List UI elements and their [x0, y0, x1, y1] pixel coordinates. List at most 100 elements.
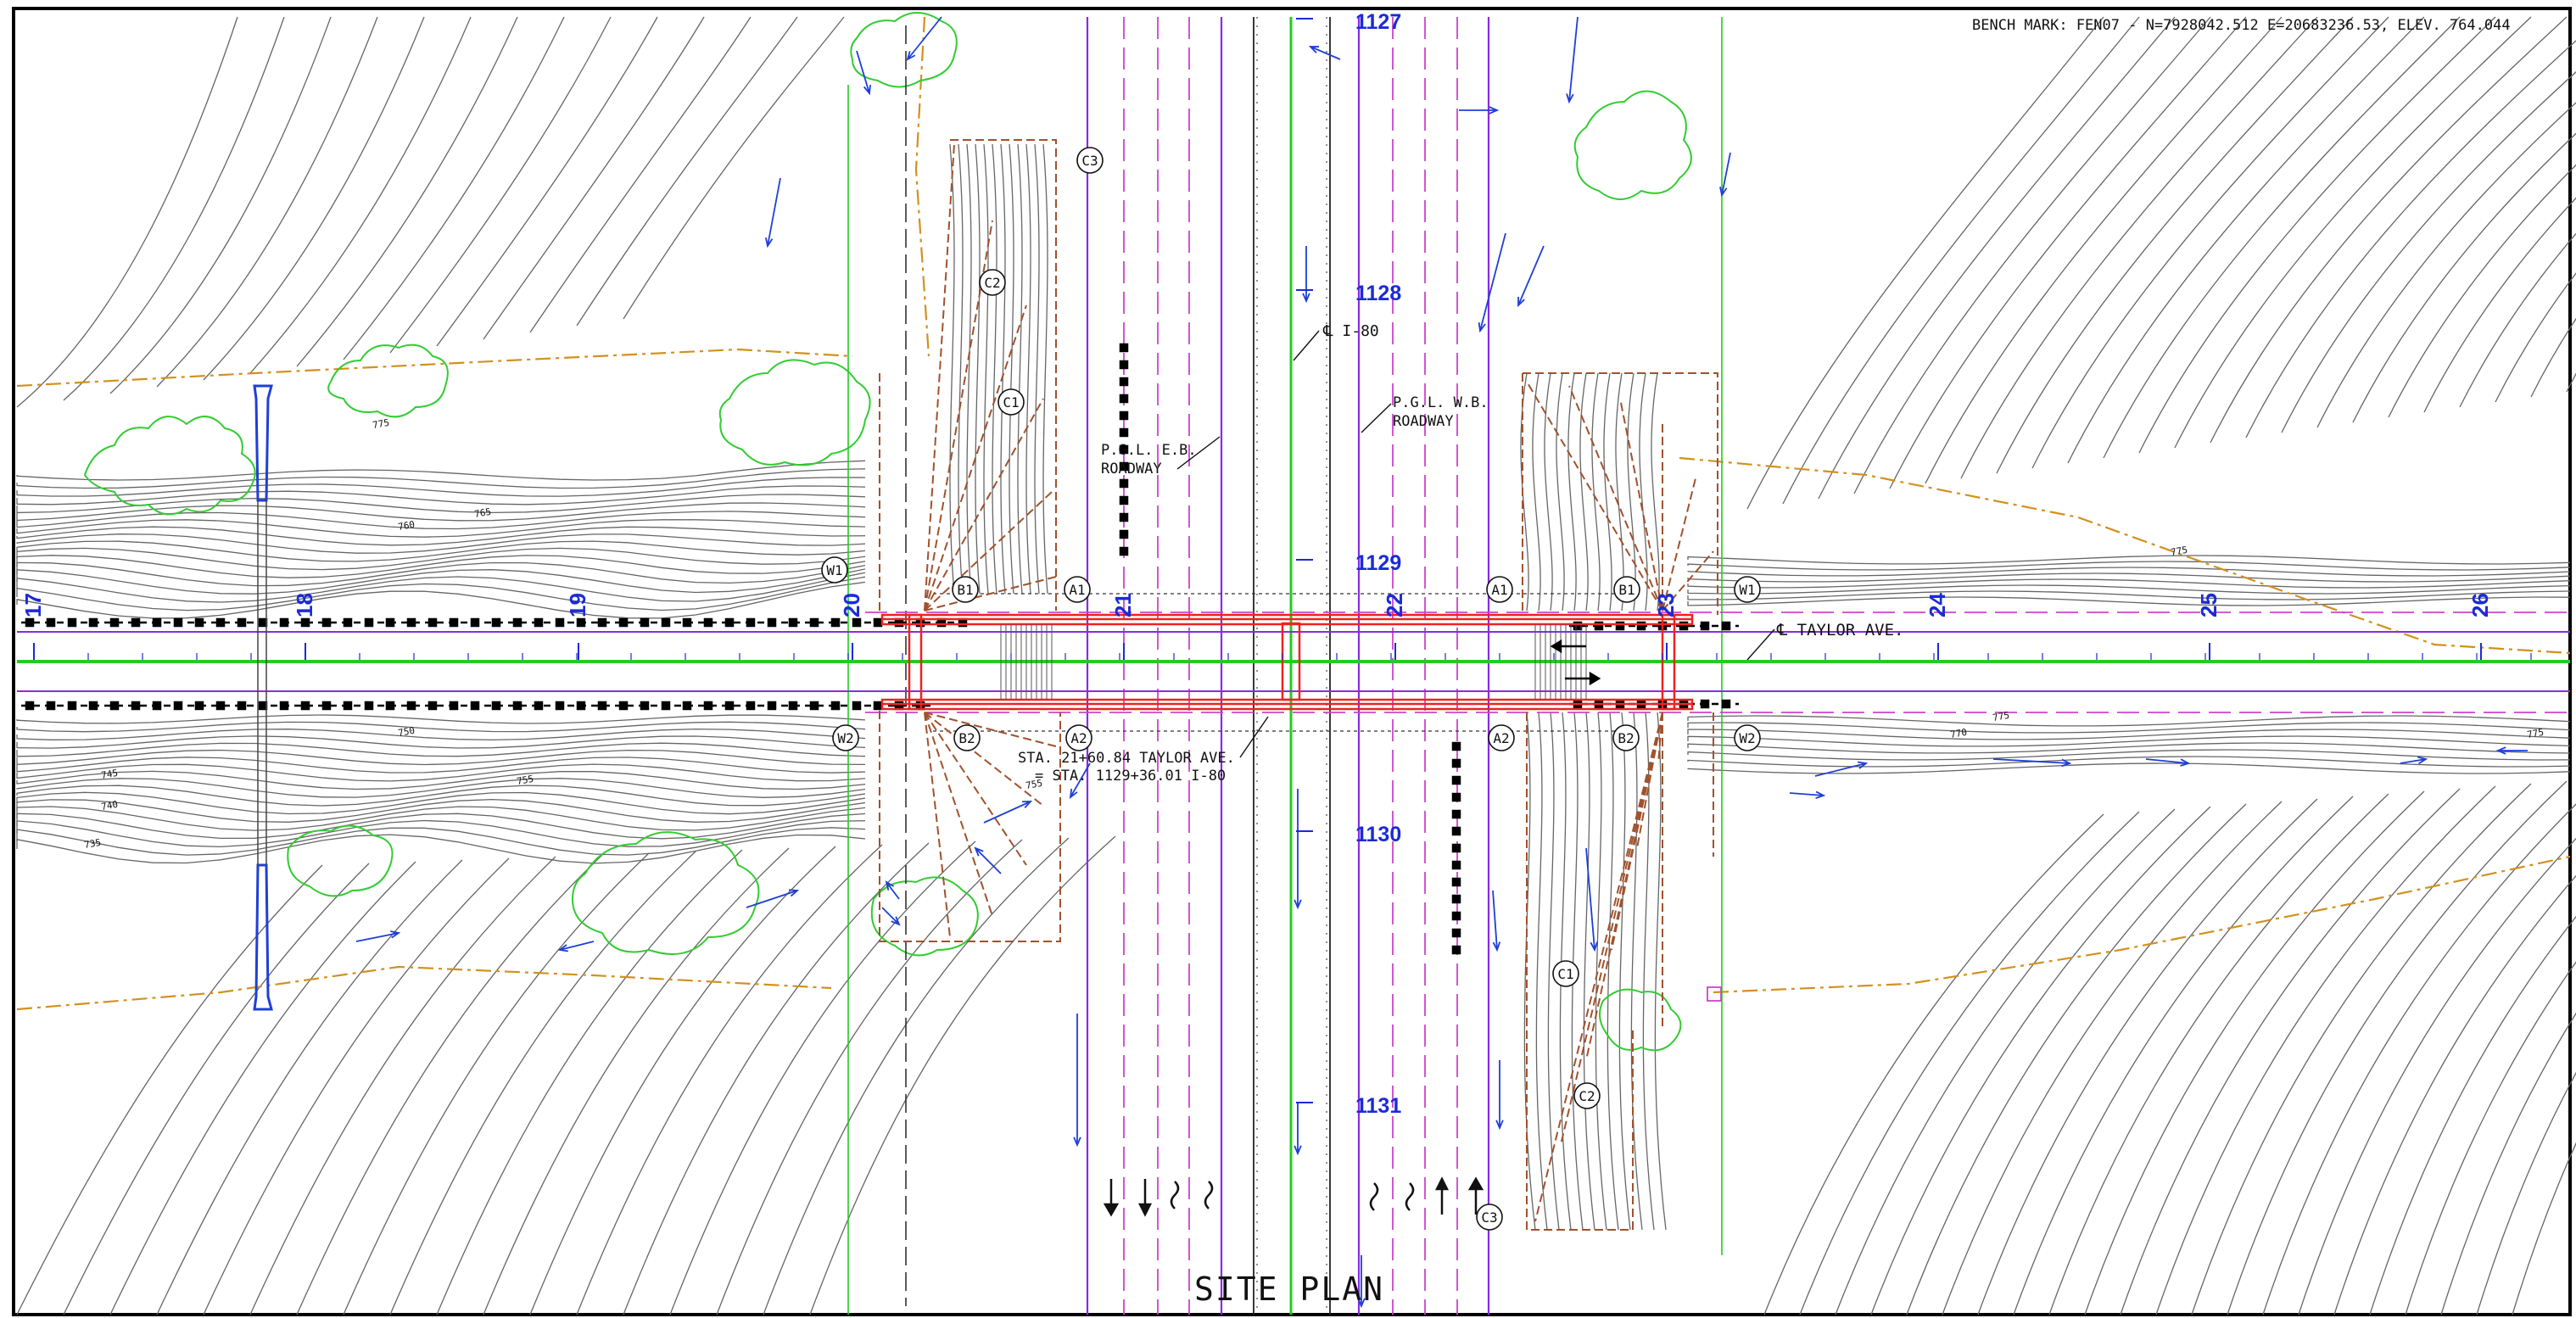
drainage-arrow-head	[2180, 758, 2191, 767]
guardrail-lines	[21, 343, 1739, 955]
contour-line	[1687, 715, 2571, 727]
contour-label: 750	[397, 725, 416, 739]
drainage-arrow	[1517, 245, 1545, 306]
drainage-arrow	[1492, 890, 1498, 951]
guardrail-post	[1679, 621, 1689, 631]
contour-line	[2013, 796, 2354, 1315]
contour-line	[1835, 808, 2176, 1315]
contour-label: 775	[372, 417, 390, 431]
slope-ray	[924, 398, 1044, 612]
guardrail-post	[470, 617, 480, 628]
contour-line	[1906, 803, 2247, 1315]
guardrail-post	[597, 617, 607, 628]
contour-line	[1687, 596, 2571, 606]
contour-line	[2155, 785, 2496, 1315]
drainage-arrow-head	[1495, 1120, 1504, 1131]
slope-ray	[924, 220, 993, 612]
contour-line	[2495, 272, 2576, 403]
taylor-station-label: 20	[839, 593, 864, 617]
i80-station-label: 1131	[1355, 1094, 1401, 1118]
guardrail-post	[109, 701, 120, 711]
culvert-barrel	[257, 500, 267, 865]
contour-line	[1746, 16, 2104, 510]
drainage-arrow-head	[1815, 790, 1826, 800]
guardrail-post	[1451, 928, 1461, 938]
guardrail-post	[152, 701, 162, 711]
callout-circle	[952, 576, 979, 603]
contour-line	[1977, 798, 2318, 1315]
slope-ray	[1568, 385, 1663, 612]
guardrail-post	[67, 617, 77, 628]
guardrail-post	[512, 617, 522, 628]
guardrail-post	[300, 617, 310, 628]
contour-line	[16, 819, 866, 848]
drainage-flow-arrows	[355, 16, 2528, 1309]
contour-label: 775	[2170, 545, 2188, 558]
guardrail-post	[512, 701, 522, 711]
drainage-arrow-head	[1489, 106, 1500, 114]
callout-label: C2	[1579, 1088, 1595, 1104]
drainage-arrow	[1721, 152, 1731, 196]
callout-circle	[832, 724, 859, 751]
guardrail-post	[427, 617, 438, 628]
drainage-arrow-head	[390, 930, 401, 939]
bridge-structure	[880, 613, 1694, 711]
callout-label: A1	[1491, 582, 1507, 598]
callout-label: B2	[1618, 730, 1634, 746]
drainage-arrow-head	[557, 944, 569, 952]
guardrail-post	[194, 701, 204, 711]
guardrail-post	[703, 701, 713, 711]
guardrail-post	[640, 701, 650, 711]
contour-line	[16, 827, 866, 856]
contour-line	[2333, 874, 2576, 1315]
contour-line	[16, 798, 866, 823]
callout-label: C3	[1081, 153, 1098, 169]
contour-line	[1799, 811, 2140, 1315]
contour-line	[203, 16, 425, 381]
guardrail-post	[788, 617, 798, 628]
contour-line	[2281, 71, 2576, 433]
contour-line	[16, 735, 866, 749]
intersection-station-note: STA. 21+60.84 TAYLOR AVE. = STA. 1129+36…	[1018, 716, 1269, 785]
drainage-arrow-head	[1073, 1136, 1081, 1148]
contour-line	[1687, 561, 2571, 571]
guardrail-post	[321, 701, 332, 711]
callout-circle	[1612, 724, 1640, 751]
contour-line	[2388, 164, 2576, 418]
contour-line	[2459, 232, 2576, 408]
guardrail-post	[534, 617, 544, 628]
guardrail-post	[1119, 444, 1129, 455]
contour-line	[2245, 40, 2576, 438]
guardrail-post	[1119, 410, 1129, 421]
guardrail-post	[364, 617, 374, 628]
contour-line	[2084, 790, 2425, 1315]
contour-line	[109, 16, 332, 394]
drainage-arrow	[886, 881, 900, 900]
guardrail-post	[491, 617, 501, 628]
guardrail-post	[343, 701, 353, 711]
contour-line	[2120, 788, 2461, 1315]
drainage-arrow	[1479, 232, 1506, 332]
contour-line	[1687, 572, 2571, 583]
drainage-arrow	[1568, 16, 1579, 103]
callout-circle	[1076, 147, 1104, 174]
contour-line	[1042, 143, 1048, 595]
callout-circle	[953, 724, 981, 751]
contour-line	[16, 576, 866, 612]
guardrail-post	[321, 617, 332, 628]
drainage-arrow	[355, 932, 400, 942]
guardrail-post	[385, 617, 395, 628]
guardrail-post	[852, 617, 862, 628]
slope-ray	[1657, 712, 1663, 764]
callout-circle	[1065, 724, 1092, 751]
guardrail-post	[1119, 495, 1129, 505]
contour-label: 755	[1025, 778, 1043, 791]
contour-line	[1687, 735, 2571, 747]
contour-line	[389, 851, 696, 1315]
contour-line	[296, 854, 603, 1315]
drainage-arrow	[975, 847, 1002, 874]
drainage-arrow-head	[1302, 293, 1310, 304]
drainage-arrow-head	[1857, 761, 1869, 769]
contour-line	[1034, 143, 1040, 595]
